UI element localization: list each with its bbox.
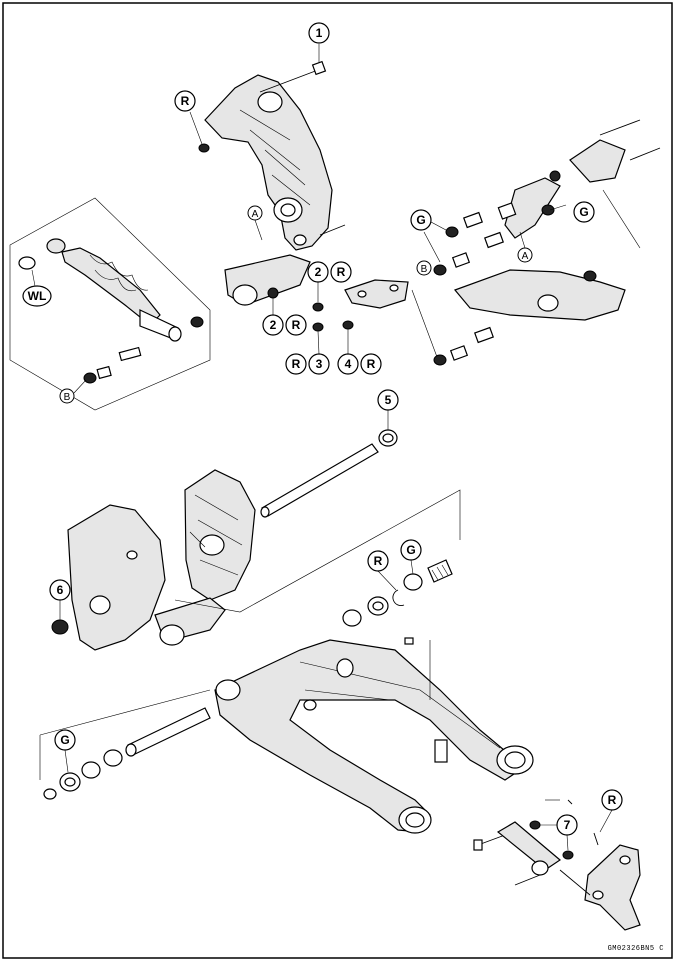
callout-g-upper-left: G [410,209,432,231]
callout-r-middle-label: R [374,554,383,568]
frame-pivot-outline [174,489,461,613]
nut-r-top [198,143,210,153]
marker-a-right: A [517,247,533,263]
callout-7-label: 7 [564,818,571,832]
callout-6-label: 6 [57,583,64,597]
callout-r-top-label: R [181,94,190,108]
callout-g-upper-left-label: G [416,213,425,227]
marker-b-left-label: B [64,392,71,403]
callout-r-lower-right: R [601,789,623,811]
callout-2-lower-label: 2 [270,318,277,332]
shock-absorber [18,238,204,384]
callout-1-label: 1 [316,26,323,40]
bearing-group-lower-left [43,707,211,800]
bolt-1 [259,60,327,93]
marker-b-right: B [416,260,432,276]
callout-2-upper: 2 R [307,261,352,283]
callout-r-top: R [174,90,196,112]
pivot-shaft [260,429,398,518]
marker-a-right-label: A [522,251,529,262]
callout-wl: WL [22,285,52,307]
callout-7: 7 [556,814,578,836]
callout-2-upper-r: R [337,265,346,279]
callout-4: 4 R [337,353,382,375]
callout-g-lower: G [54,729,76,751]
callout-6: 6 [49,579,71,601]
marker-b-right-label: B [421,264,428,275]
callout-4-label: 4 [345,357,352,371]
figure-code: GM02326BN5 C [608,945,664,953]
callout-2-upper-label: 2 [315,265,322,279]
link-assembly-upper-right [433,119,661,276]
callout-g-middle: G [400,539,422,561]
callout-r-lower-right-label: R [608,793,617,807]
callout-g-lower-label: G [60,733,69,747]
callout-2-lower-r: R [292,318,301,332]
callout-1: 1 [308,22,330,44]
callout-3: R 3 [285,353,330,375]
rocker-plate [312,279,409,332]
callout-4-r: R [367,357,376,371]
bearing-group-middle [342,559,453,627]
frame-halves-middle [51,469,256,651]
callout-3-label: 3 [316,357,323,371]
callout-5: 5 [377,389,399,411]
swingarm-outline [39,640,431,780]
callout-2-lower: 2 R [262,314,307,336]
swingarm [214,637,534,834]
marker-b-left: B [59,388,75,404]
tie-rod-lower-left [224,224,346,306]
callout-5-label: 5 [385,393,392,407]
frame-bracket-upper [204,74,333,251]
swingarm-tail-right [433,269,626,366]
shock-absorber-bracket-outline [9,197,211,411]
linkage-lower-right [473,799,641,931]
callout-3-r: R [292,357,301,371]
marker-a-upper: A [247,205,263,221]
callout-wl-label: WL [28,289,47,303]
callout-g-middle-label: G [406,543,415,557]
marker-a-upper-label: A [252,209,259,220]
callout-g-upper-right: G [573,201,595,223]
callout-g-upper-right-label: G [579,205,588,219]
callout-r-middle: R [367,550,389,572]
